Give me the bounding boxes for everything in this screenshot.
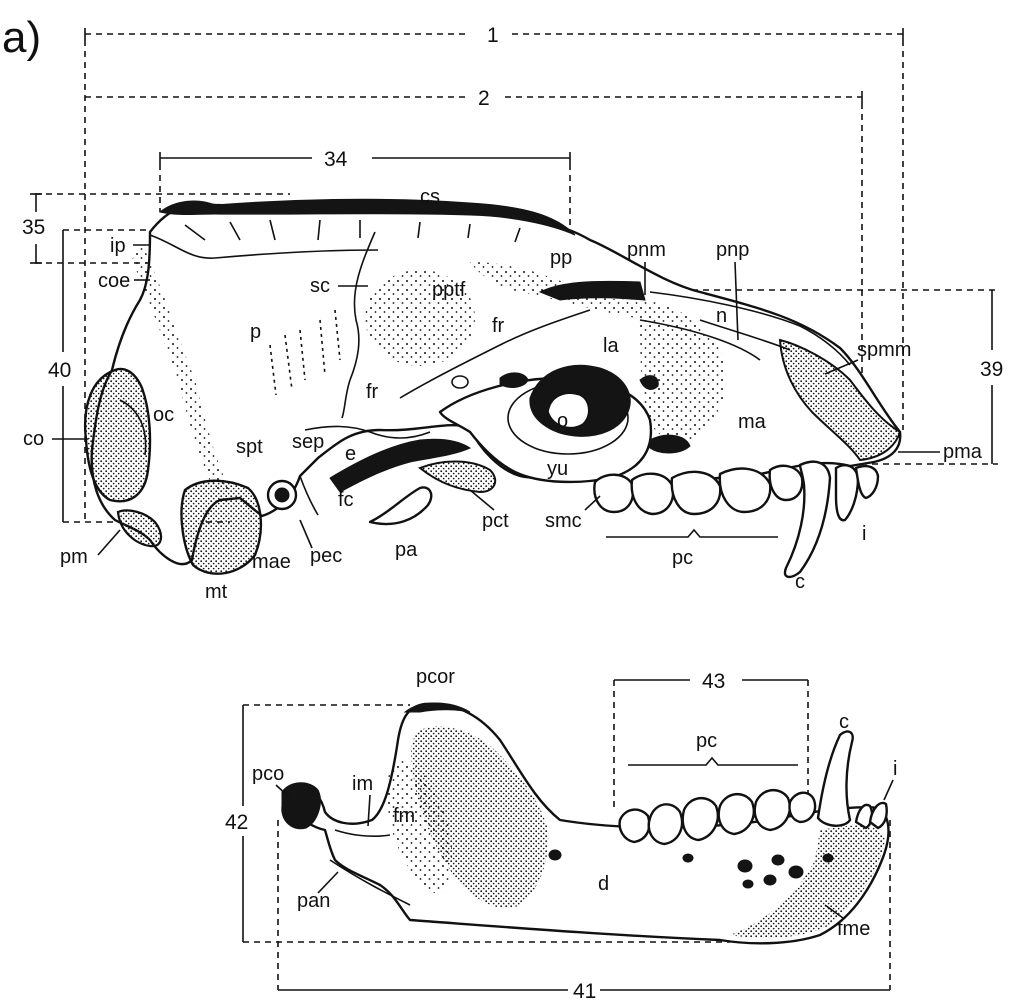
measure-40: 40 — [48, 359, 71, 382]
label-fr-lower: fr — [366, 381, 379, 403]
label-fme: fme — [837, 918, 870, 940]
label-spmm: spmm — [857, 339, 911, 361]
panel-letter: a) — [2, 13, 41, 62]
label-fc: fc — [338, 489, 354, 511]
label-o: o — [557, 410, 568, 432]
label-e: e — [345, 443, 356, 465]
measure-34: 34 — [324, 148, 348, 171]
mandible-lateral-view — [282, 703, 889, 943]
label-ma: ma — [738, 411, 767, 433]
label-smc: smc — [545, 510, 582, 532]
label-fr-upper: fr — [492, 315, 505, 337]
label-c-upper: c — [795, 571, 805, 593]
label-i-lower: i — [893, 758, 897, 780]
pterygoid-process — [370, 487, 431, 524]
label-spt: spt — [236, 436, 263, 458]
label-pm: pm — [60, 546, 88, 568]
measure-42: 42 — [225, 811, 248, 834]
measure-39: 39 — [980, 358, 1003, 381]
measure-35: 35 — [22, 216, 45, 239]
measure-2: 2 — [478, 87, 490, 110]
upper-teeth-row — [594, 462, 878, 577]
label-pc-lower: pc — [696, 730, 717, 752]
measure-43: 43 — [702, 670, 725, 693]
label-yu: yu — [547, 458, 568, 480]
label-mt: mt — [205, 581, 228, 603]
label-pnp: pnp — [716, 239, 749, 261]
label-ip: ip — [110, 235, 126, 257]
label-pcor: pcor — [416, 666, 455, 688]
label-pp: pp — [550, 247, 572, 269]
label-pco: pco — [252, 763, 284, 785]
mastoid-process — [182, 481, 261, 574]
label-im: im — [352, 773, 373, 795]
label-c-lower: c — [839, 711, 849, 733]
label-pec: pec — [310, 545, 342, 567]
label-pptf: pptf — [432, 279, 466, 301]
label-pc-upper: pc — [672, 547, 693, 569]
label-sep: sep — [292, 431, 324, 453]
label-sc: sc — [310, 275, 330, 297]
label-d: d — [598, 873, 609, 895]
label-pan: pan — [297, 890, 330, 912]
label-oc: oc — [153, 404, 174, 426]
label-fm: fm — [393, 805, 415, 827]
label-i-upper: i — [862, 523, 866, 545]
label-pnm: pnm — [627, 239, 666, 261]
label-pa: pa — [395, 539, 418, 561]
label-pma: pma — [943, 441, 983, 463]
lower-canine — [818, 731, 853, 825]
label-n: n — [716, 305, 727, 327]
measure-41: 41 — [573, 980, 596, 1003]
label-mae: mae — [252, 551, 291, 573]
label-la: la — [603, 335, 619, 357]
coronoid-process-skull — [420, 462, 495, 493]
occipital-condyle — [85, 369, 150, 501]
label-co: co — [23, 428, 44, 450]
measure-1: 1 — [487, 24, 499, 47]
label-coe: coe — [98, 270, 130, 292]
label-cs: cs — [420, 186, 440, 208]
label-pct: pct — [482, 510, 509, 532]
label-p: p — [250, 321, 261, 343]
